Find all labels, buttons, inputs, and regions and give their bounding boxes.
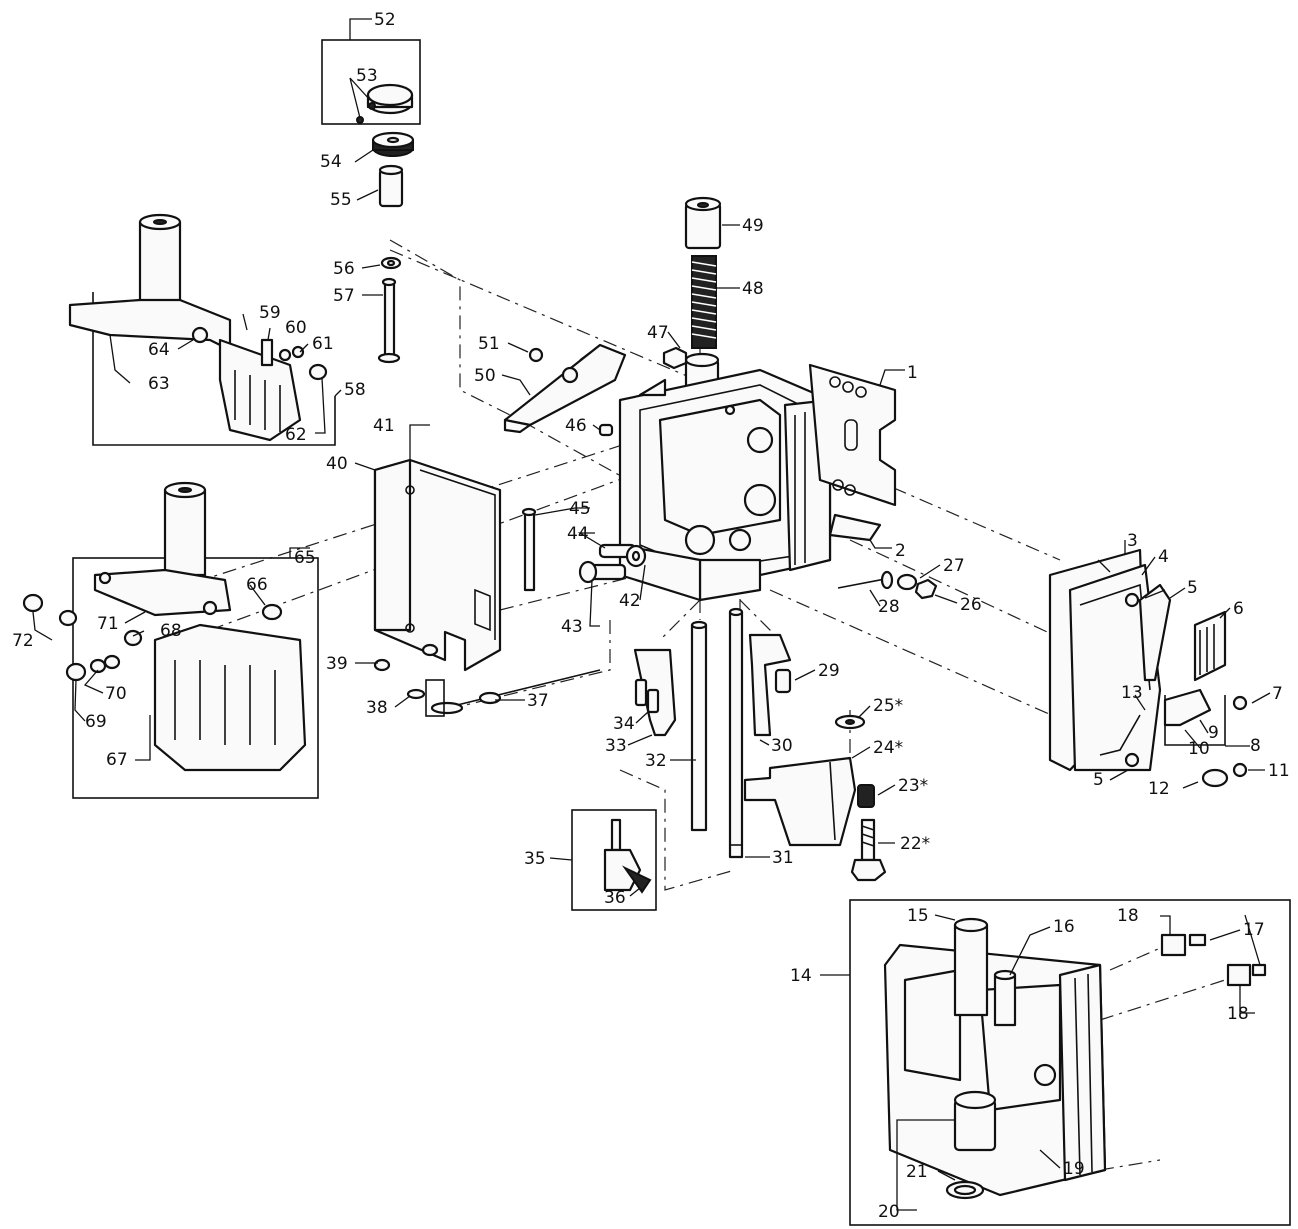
callout-63: 63 (148, 374, 170, 394)
callout-65: 65 (294, 548, 316, 568)
callout-5-top: 5 (1187, 578, 1198, 598)
back-plate (808, 363, 897, 507)
callout-32: 32 (645, 751, 667, 771)
callout-66: 66 (246, 575, 268, 595)
callout-59: 59 (259, 303, 281, 323)
callout-57: 57 (333, 286, 355, 306)
callout-35: 35 (524, 849, 546, 869)
callout-24: 24* (873, 738, 903, 758)
callout-51: 51 (478, 334, 500, 354)
callout-23: 23* (898, 776, 928, 796)
pins-and-bolts (521, 423, 647, 592)
cap-column-parts (356, 83, 415, 364)
callout-11: 11 (1268, 761, 1290, 781)
callout-68: 68 (160, 621, 182, 641)
face-plate-3 (1048, 548, 1248, 788)
callout-50: 50 (474, 366, 496, 386)
group-box-14 (849, 899, 1291, 1226)
callout-56: 56 (333, 259, 355, 279)
callout-17: 17 (1243, 920, 1265, 940)
callout-61: 61 (312, 334, 334, 354)
callout-26: 26 (960, 595, 982, 615)
callout-46: 46 (565, 416, 587, 436)
callout-53: 53 (356, 66, 378, 86)
side-plate-40 (373, 458, 502, 672)
callout-16: 16 (1053, 917, 1075, 937)
callout-71: 71 (97, 614, 119, 634)
group-box-58 (92, 292, 336, 446)
callout-8: 8 (1250, 736, 1261, 756)
callout-69: 69 (85, 712, 107, 732)
wire-37 (406, 669, 601, 717)
callout-2: 2 (895, 541, 906, 561)
callout-21: 21 (906, 1162, 928, 1182)
callout-64: 64 (148, 340, 170, 360)
callout-7: 7 (1272, 684, 1283, 704)
callout-45: 45 (569, 499, 591, 519)
clamp-30 (748, 633, 792, 737)
callout-72: 72 (12, 631, 34, 651)
callout-43: 43 (561, 617, 583, 637)
callout-9: 9 (1208, 723, 1219, 743)
callout-18-bottom: 18 (1227, 1004, 1249, 1024)
needle-clamp-35 (603, 818, 652, 894)
callout-1: 1 (907, 363, 918, 383)
callout-48: 48 (742, 279, 764, 299)
callout-4: 4 (1158, 547, 1169, 567)
callout-19: 19 (1063, 1159, 1085, 1179)
needle-bars (690, 607, 744, 859)
lever-50 (503, 343, 627, 434)
callout-52: 52 (374, 10, 396, 30)
callout-49: 49 (742, 216, 764, 236)
guard-24 (743, 714, 887, 882)
group-box-52 (321, 39, 421, 125)
callout-40: 40 (326, 454, 348, 474)
callout-70: 70 (105, 684, 127, 704)
callout-55: 55 (330, 190, 352, 210)
callout-39: 39 (326, 654, 348, 674)
callout-67: 67 (106, 750, 128, 770)
housing-inset-14 (883, 917, 1267, 1200)
callout-30: 30 (771, 736, 793, 756)
callout-37: 37 (527, 691, 549, 711)
callout-42: 42 (619, 591, 641, 611)
callout-5-bottom: 5 (1093, 770, 1104, 790)
callout-28: 28 (878, 597, 900, 617)
screws-39 (373, 643, 439, 672)
spring-column-parts (662, 196, 722, 412)
callout-labels: 1 2 3 4 5 5 6 7 8 9 10 11 12 13 14 15 16… (12, 10, 1290, 1222)
callout-13: 13 (1121, 683, 1143, 703)
leader-lines (32, 18, 1271, 1211)
presser-foot-65 (22, 481, 307, 772)
callout-47: 47 (647, 323, 669, 343)
callout-20: 20 (878, 1202, 900, 1222)
callout-36: 36 (604, 888, 626, 908)
callout-22: 22* (900, 834, 930, 854)
callout-3: 3 (1127, 531, 1138, 551)
callout-10: 10 (1188, 739, 1210, 759)
callout-34: 34 (613, 714, 635, 734)
callout-25: 25* (873, 696, 903, 716)
callout-31: 31 (772, 848, 794, 868)
callout-14: 14 (790, 966, 812, 986)
callout-41: 41 (373, 416, 395, 436)
callout-27: 27 (943, 556, 965, 576)
callout-15: 15 (907, 906, 929, 926)
callout-44: 44 (567, 524, 589, 544)
callout-54: 54 (320, 152, 342, 172)
callout-62: 62 (285, 425, 307, 445)
callout-18-top: 18 (1117, 906, 1139, 926)
presser-foot-58 (68, 213, 328, 442)
callout-60: 60 (285, 318, 307, 338)
callout-38: 38 (366, 698, 388, 718)
clamp-33 (633, 648, 677, 737)
callout-58: 58 (344, 380, 366, 400)
pin-28 (837, 570, 938, 600)
callout-33: 33 (605, 736, 627, 756)
callout-29: 29 (818, 661, 840, 681)
callout-6: 6 (1233, 599, 1244, 619)
callout-12: 12 (1148, 779, 1170, 799)
